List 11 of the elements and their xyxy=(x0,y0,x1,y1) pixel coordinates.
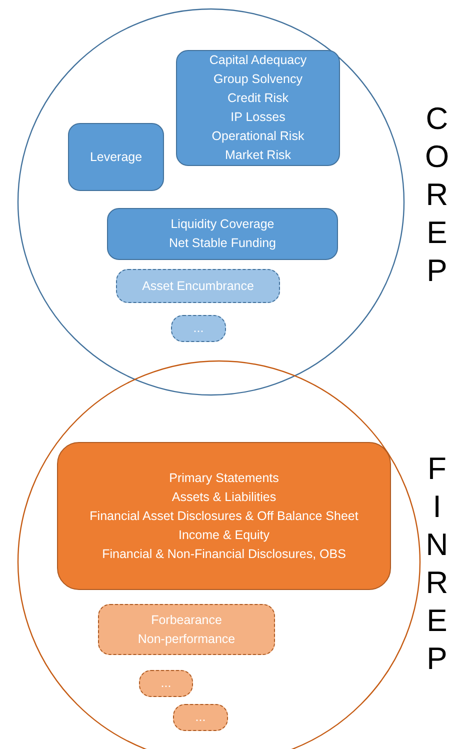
dashed-box: ... xyxy=(171,315,226,342)
dashed-box: Forbearance Non-performance xyxy=(98,604,275,655)
dashed-box: ... xyxy=(139,670,193,697)
category-box: Liquidity Coverage Net Stable Funding xyxy=(107,208,338,260)
dashed-box: Asset Encumbrance xyxy=(116,269,280,303)
category-box: Primary Statements Assets & Liabilities Financial Asset Disclosures & Off Balance Sheet Income & Equity Financial & Non-Financial Disclosures, OBS xyxy=(57,442,391,590)
circle-heading: FINREP xyxy=(424,450,450,678)
circle-heading: COREP xyxy=(424,100,450,290)
dashed-box: ... xyxy=(173,704,228,731)
category-box: Capital Adequacy Group Solvency Credit Risk IP Losses Operational Risk Market Risk xyxy=(176,50,340,166)
category-box: Leverage xyxy=(68,123,164,191)
